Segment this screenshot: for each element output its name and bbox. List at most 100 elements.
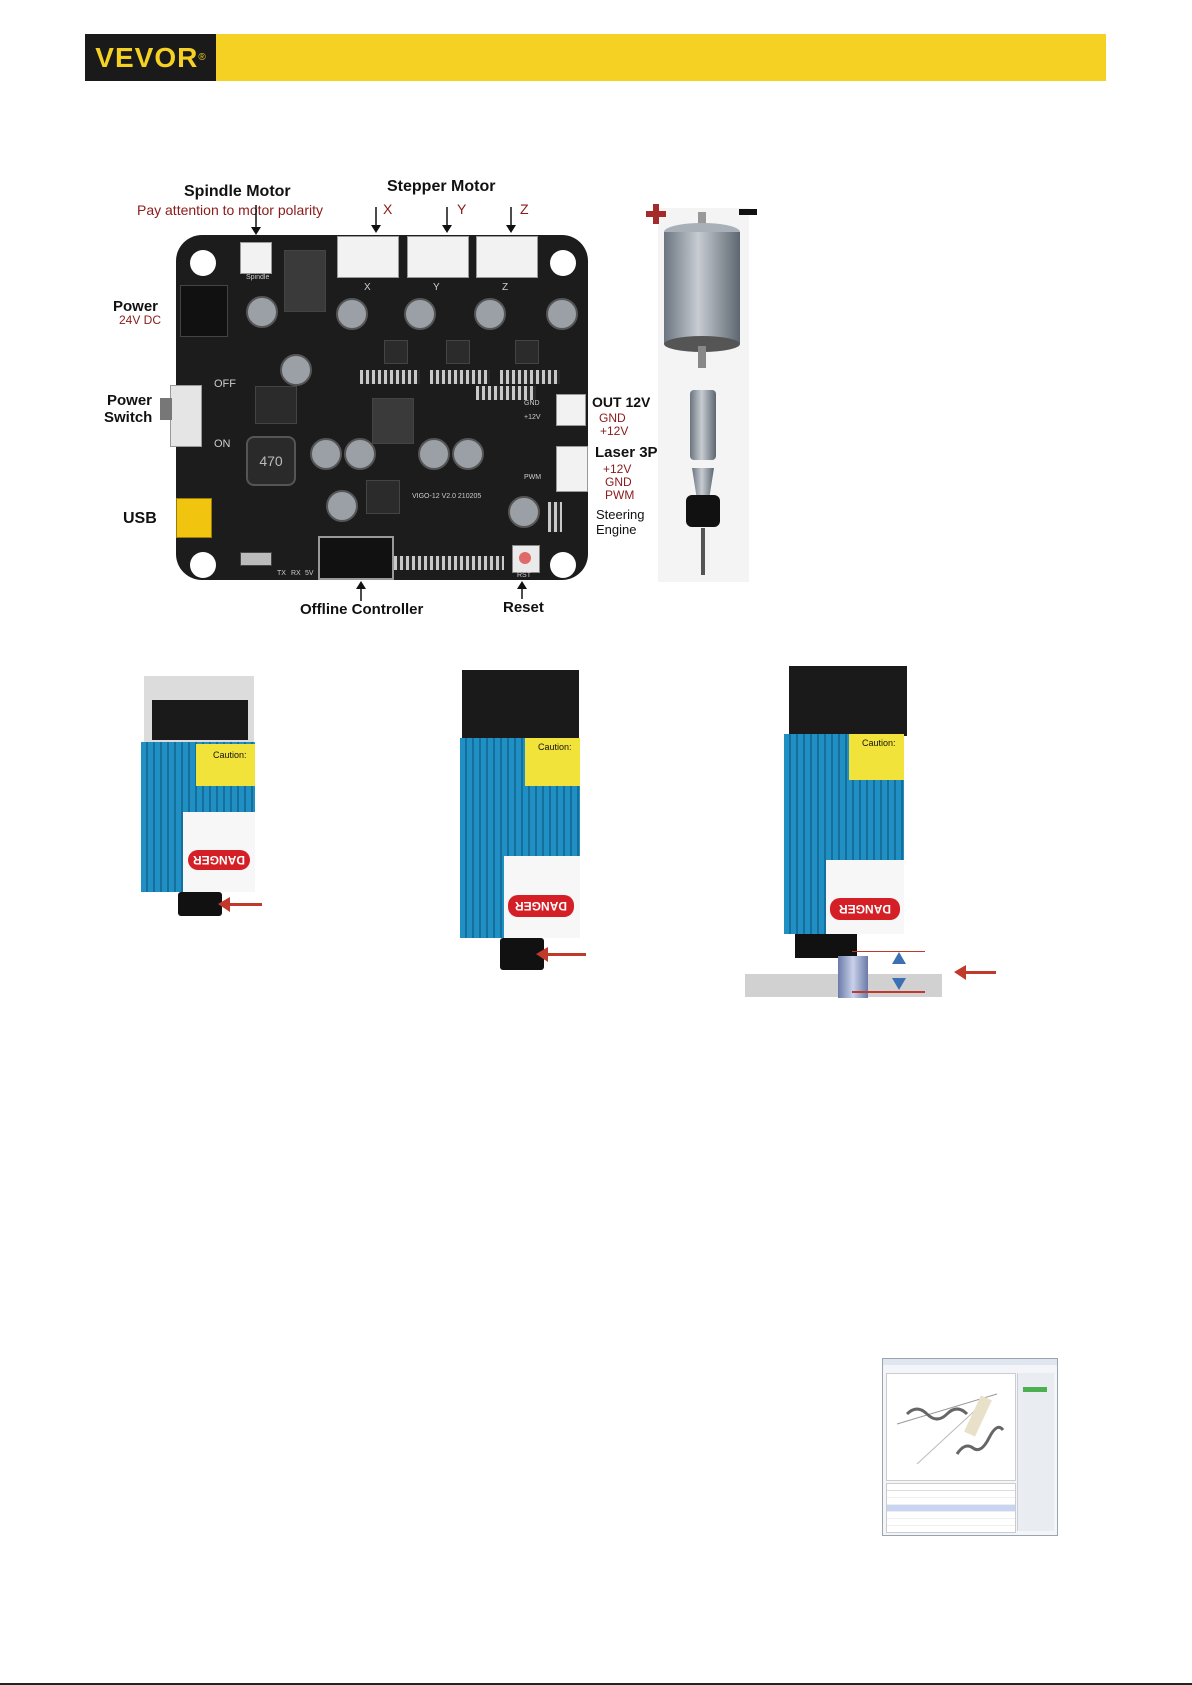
minus-polarity-icon [739, 209, 757, 215]
focus-down-arrow-icon [892, 978, 906, 990]
focus-up-arrow-icon [892, 952, 906, 964]
buck-converter-chip [255, 386, 297, 424]
silk-spindle: Spindle [246, 274, 270, 281]
laser3p-label: Laser 3P [595, 444, 658, 461]
laser1-caution-text: Caution: [213, 750, 247, 760]
laser3-base [795, 934, 857, 958]
laser2-caution-label [525, 738, 580, 786]
silk-model: VIGO-12 V2.0 210205 [412, 493, 482, 500]
silk-rx: RX [291, 570, 301, 577]
capacitor [344, 438, 376, 470]
voltage-regulator [284, 250, 326, 312]
capacitor [452, 438, 484, 470]
laser-pwm: PWM [605, 488, 635, 502]
capacitor [418, 438, 450, 470]
reset-button-cap [519, 552, 531, 564]
logo-text: VEVOR [95, 41, 199, 73]
stepper-driver-chip [384, 340, 408, 364]
axis-z-label: Z [520, 201, 529, 217]
header-pins [476, 386, 536, 400]
mosfet [372, 398, 414, 444]
laser1-arrow-icon [218, 897, 262, 912]
laser1-caution-label [196, 744, 255, 786]
mount-hole [190, 552, 216, 578]
capacitor [336, 298, 368, 330]
silk-inductor: 470 [259, 453, 283, 469]
usb-label: USB [123, 510, 157, 527]
stepper-driver-chip [515, 340, 539, 364]
laser2-caution-text: Caution: [538, 742, 572, 752]
silk-tx: TX [277, 570, 286, 577]
steering-label-2: Engine [596, 522, 637, 537]
header-pins [430, 370, 490, 384]
axis-y-label: Y [457, 201, 467, 217]
out-gnd: GND [599, 411, 626, 425]
laser-3p-connector [556, 446, 588, 492]
mount-hole [550, 552, 576, 578]
stepper-y-arrow-icon [442, 207, 452, 233]
stepper-y-connector [407, 236, 469, 278]
silk-rst: RST [517, 572, 531, 579]
inductor: 470 [246, 436, 296, 486]
header-bar [85, 34, 1106, 81]
power-switch-lever [160, 398, 172, 420]
capacitor [326, 490, 358, 522]
usb-connector [176, 498, 212, 538]
crystal [240, 552, 272, 566]
capacitor [280, 354, 312, 386]
stepper-z-arrow-icon [506, 207, 516, 233]
capacitor [246, 296, 278, 328]
silk-on: ON [214, 438, 231, 450]
steering-pins [548, 502, 562, 532]
out-12v: +12V [600, 424, 629, 438]
mount-hole [550, 250, 576, 276]
power-jack [180, 285, 228, 337]
axis-x-label: X [383, 201, 393, 217]
capacitor [404, 298, 436, 330]
motor-exploded-drawing [664, 212, 740, 575]
silk-y: Y [433, 282, 440, 293]
stepper-motor-label: Stepper Motor [387, 178, 496, 195]
reset-arrow-icon [517, 581, 527, 599]
silk-z: Z [502, 282, 509, 293]
sw-toolpath-preview [896, 1393, 1005, 1465]
laser1-focus-nozzle [178, 892, 222, 916]
focus-top-line [852, 951, 925, 952]
silk-pwm: PWM [524, 474, 542, 481]
header-pins [394, 556, 504, 570]
sw-titlebar [883, 1359, 1057, 1365]
plus-polarity-icon [646, 204, 666, 224]
capacitor [508, 496, 540, 528]
mount-hole [190, 250, 216, 276]
focus-bottom-line [852, 991, 925, 993]
header-pins [500, 370, 560, 384]
laser3-warning-label [826, 860, 904, 934]
power-switch [170, 385, 202, 447]
silk-off: OFF [214, 378, 236, 390]
header-pins [360, 370, 420, 384]
steering-label-1: Steering [596, 507, 645, 522]
laser1-danger-badge: DANGER [188, 850, 250, 870]
power-voltage: 24V DC [119, 313, 162, 327]
software-screenshot [882, 1358, 1058, 1536]
reset-label: Reset [503, 599, 544, 616]
laser2-arrow-icon [536, 947, 586, 962]
logo-reg-mark: ® [198, 52, 206, 63]
microcontroller [366, 480, 400, 514]
silk-5v: 5V [305, 570, 314, 577]
capacitor [310, 438, 342, 470]
capacitor [546, 298, 578, 330]
spindle-connector [240, 242, 272, 274]
laser3-fan [789, 666, 907, 736]
silk-x: X [364, 282, 371, 293]
laser3-caution-text: Caution: [862, 738, 896, 748]
sw-gcode-table [886, 1483, 1016, 1533]
offline-controller-header [318, 536, 394, 580]
polarity-note: Pay attention to motor polarity [137, 202, 323, 218]
stepper-z-connector [476, 236, 538, 278]
laser3-caution-label [849, 734, 904, 780]
capacitor [474, 298, 506, 330]
page-bottom-border [0, 1683, 1192, 1685]
stepper-x-connector [337, 236, 399, 278]
stepper-driver-chip [446, 340, 470, 364]
